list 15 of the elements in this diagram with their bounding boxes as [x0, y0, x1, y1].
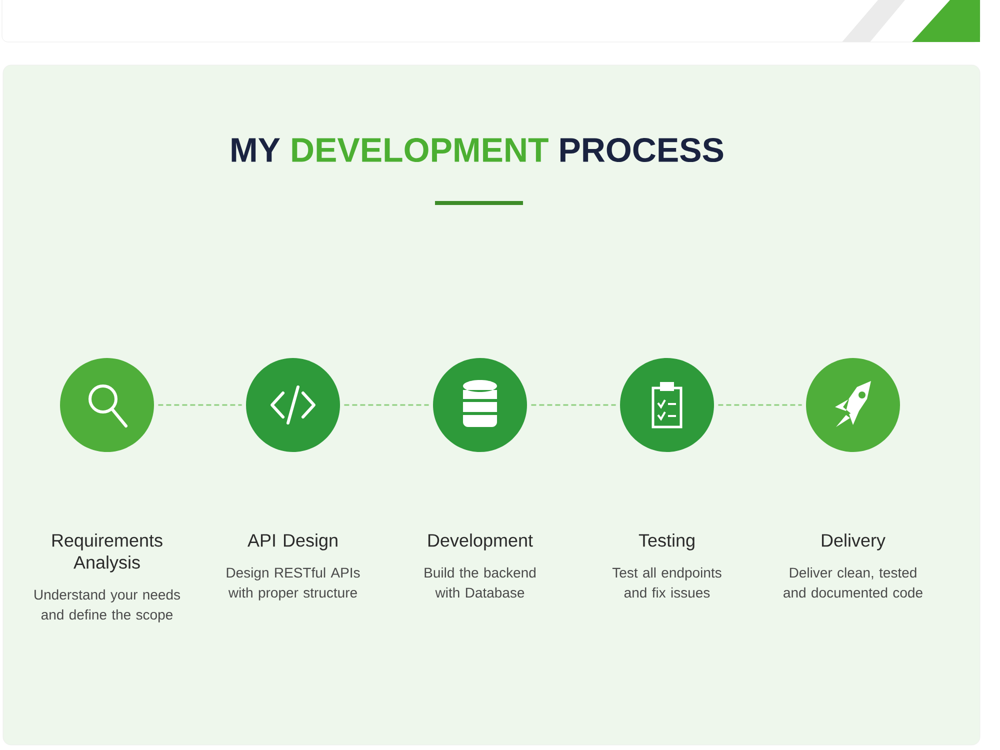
step-title: Testing — [638, 534, 694, 550]
step-description: Deliver clean, tested and documented code — [784, 567, 922, 598]
step-title: Delivery — [822, 534, 886, 550]
connector-line — [718, 404, 802, 406]
connector-line — [158, 404, 242, 406]
step-description: Build the backend with Database — [424, 567, 536, 598]
title: MY DEVELOPMENT PROCESS — [232, 138, 724, 162]
step-description: Understand your needs and define the scope — [34, 589, 180, 622]
connector-line — [531, 404, 616, 406]
step-title: Development — [428, 534, 533, 550]
step-title: API Design — [248, 534, 338, 550]
connector-line — [344, 404, 429, 406]
step-title: Requirements Analysis — [52, 534, 162, 572]
step-description: Test all endpoints and fix issues — [612, 567, 722, 598]
step-description: Design RESTful APIs with proper structure — [226, 567, 360, 600]
